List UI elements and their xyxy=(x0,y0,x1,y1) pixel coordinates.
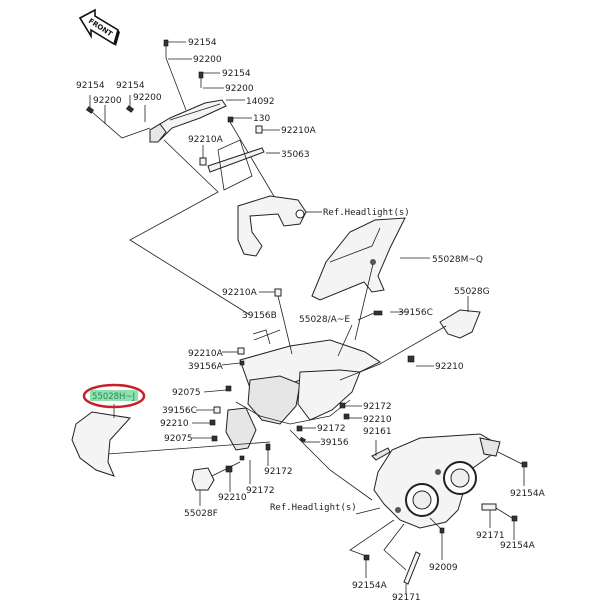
leader-lines-middle xyxy=(107,291,447,501)
part-label[interactable]: 39156 xyxy=(320,438,349,448)
highlighted-part-label[interactable]: 55028H~J xyxy=(92,392,135,402)
part-label[interactable]: 92200 xyxy=(133,93,162,103)
part-label[interactable]: 92210 xyxy=(363,415,392,425)
part-label[interactable]: 14092 xyxy=(246,97,275,107)
part-labels: 92154 92200 92154 92200 14092 92154 9220… xyxy=(76,38,546,600)
headlight-assembly-part xyxy=(373,433,501,529)
headlight-fasteners xyxy=(349,440,528,594)
part-label[interactable]: 92171 xyxy=(392,593,421,600)
part-label[interactable]: 92210 xyxy=(435,362,464,372)
side-cover-part xyxy=(311,217,406,301)
part-label[interactable]: 92200 xyxy=(193,55,222,65)
part-label[interactable]: 55028/A~E xyxy=(299,315,350,325)
highlight-ring xyxy=(82,383,146,409)
part-label[interactable]: 92172 xyxy=(264,467,293,477)
part-label[interactable]: 35063 xyxy=(281,150,310,160)
part-label[interactable]: 92154 xyxy=(188,38,217,48)
part-label[interactable]: 92154A xyxy=(510,489,546,499)
upper-bracket-part xyxy=(149,99,227,143)
part-label[interactable]: 39156C xyxy=(162,406,197,416)
leader-lines xyxy=(89,41,280,316)
highlighted-inner-cover-part xyxy=(71,383,146,477)
part-label[interactable]: 92154 xyxy=(76,81,105,91)
part-label[interactable]: 92075 xyxy=(164,434,193,444)
part-label[interactable]: 92172 xyxy=(317,424,346,434)
fastener-icon xyxy=(209,288,415,473)
part-label[interactable]: 92210 xyxy=(160,419,189,429)
part-label[interactable]: 92210A xyxy=(188,349,224,359)
part-label[interactable]: 92200 xyxy=(225,84,254,94)
part-label[interactable]: 92210A xyxy=(222,288,258,298)
front-arrow-icon: FRONT xyxy=(78,8,120,46)
part-label[interactable]: 92172 xyxy=(246,486,275,496)
part-label[interactable]: 39156C xyxy=(398,308,433,318)
part-label[interactable]: 92172 xyxy=(363,402,392,412)
part-label[interactable]: 130 xyxy=(253,114,270,124)
part-label[interactable]: 55028M~Q xyxy=(432,255,483,265)
headlight-bracket-part xyxy=(207,139,307,257)
part-label[interactable]: 92154A xyxy=(352,581,388,591)
side-duct-part xyxy=(439,296,481,339)
part-label[interactable]: 92154 xyxy=(222,69,251,79)
bolt-icon xyxy=(85,39,263,166)
highlight-fill xyxy=(90,390,138,401)
reference-label[interactable]: Ref.Headlight(s) xyxy=(323,208,410,218)
part-label[interactable]: 92210 xyxy=(218,493,247,503)
part-label[interactable]: 55028F xyxy=(184,509,218,519)
reference-label[interactable]: Ref.Headlight(s) xyxy=(270,503,357,513)
part-label[interactable]: 92210A xyxy=(281,126,317,136)
part-label[interactable]: 92154A xyxy=(500,541,536,551)
part-label[interactable]: 92171 xyxy=(476,531,505,541)
part-label[interactable]: 92154 xyxy=(116,81,145,91)
part-label[interactable]: 39156B xyxy=(242,311,277,321)
part-label[interactable]: 55028G xyxy=(454,287,490,297)
part-label[interactable]: 92210A xyxy=(188,135,224,145)
lower-cover-part xyxy=(191,467,215,506)
part-label[interactable]: 92009 xyxy=(429,563,458,573)
part-label[interactable]: 39156A xyxy=(188,362,224,372)
part-label[interactable]: 92200 xyxy=(93,96,122,106)
part-label[interactable]: 92075 xyxy=(172,388,201,398)
main-cowl-part xyxy=(225,339,381,451)
part-label[interactable]: 92161 xyxy=(363,427,392,437)
